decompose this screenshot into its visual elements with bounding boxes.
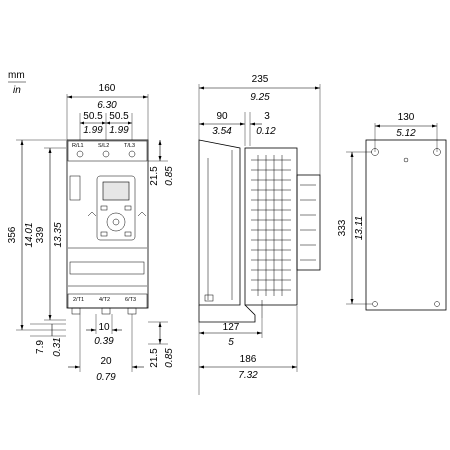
unit-in-label: in [13,85,21,96]
pitch-2-in: 1.99 [109,125,129,136]
top-offset-in: 0.85 [164,166,175,186]
bottom-left-offset-in: 0.31 [52,337,63,356]
mounting-hole-icon [434,301,440,307]
navigation-wheel-icon [106,212,126,232]
mounting-height-in: 13.35 [53,222,64,247]
lower-cover [69,261,145,275]
top-offset-mm: 21.5 [149,166,160,186]
hole-height-mm: 333 [337,219,348,236]
gap-in: 0.12 [256,126,276,137]
bottom-offset-in: 0.85 [164,348,175,368]
terminal-label: 4/T2 [99,297,110,303]
hole-spacing-in: 5.12 [396,128,416,139]
overall-height-mm: 356 [7,226,18,243]
terminal-screw-icon [128,150,136,158]
mounting-hole-icon [433,148,441,156]
rear-view: 130 5.12 333 13.11 [337,112,447,311]
left-slot [69,175,81,201]
terminal-label: S/L2 [98,143,109,149]
side-view: 235 9.25 90 3.54 3 0.12 [198,74,321,395]
heatsink-vent-pattern [251,155,316,296]
rear-plate-outline [365,139,447,311]
chevron-icon [87,211,97,217]
depth-mm: 235 [252,74,269,85]
terminal-label: 2/T1 [73,297,84,303]
mounting-height-mm: 339 [35,226,46,243]
base-depth-in: 7.32 [238,370,258,381]
bottom-width-in: 0.79 [96,372,116,383]
keypad-button-icon [100,205,108,211]
overall-height-in: 14.01 [24,222,35,247]
keypad-button-icon [124,231,132,237]
keypad-button-icon [124,205,132,211]
bottom-width-mm: 20 [100,356,112,367]
terminal-screw-icon [76,150,84,158]
front-view: 160 6.30 50.5 1.99 50.5 1.99 R/L1 S/L2 T… [7,83,175,383]
bracket-depth-mm: 127 [223,322,240,333]
terminal-spacing-mm: 10 [98,322,110,333]
top-terminal-strip [67,140,148,162]
keypad-button-icon [100,231,108,237]
pitch-2-mm: 50.5 [109,111,129,122]
terminal-screw-icon [102,150,110,158]
front-width-mm: 160 [99,83,116,94]
hole-spacing-mm: 130 [398,112,415,123]
keypad-panel [96,175,136,241]
terminal-label: R/L1 [72,143,84,149]
unit-mm-label: mm [8,70,25,81]
front-depth-mm: 90 [216,111,228,122]
side-bottom-bracket [198,304,256,323]
base-depth-mm: 186 [240,354,257,365]
terminal-label: 6/T3 [125,297,136,303]
bottom-offset-mm: 21.5 [149,348,160,368]
side-heatsink [244,147,298,306]
chevron-icon [137,211,147,217]
front-depth-in: 3.54 [212,126,232,137]
hole-height-in: 13.11 [354,216,365,240]
mounting-hole-icon [403,157,409,163]
pitch-1-mm: 50.5 [83,111,103,122]
gap-mm: 3 [264,111,270,122]
front-width-in: 6.30 [97,100,117,111]
terminal-label: T/L3 [124,143,135,149]
pitch-1-in: 1.99 [83,125,103,136]
side-front-cover [198,139,241,306]
bracket-depth-in: 5 [228,337,234,348]
drive-body-outline [66,139,149,309]
unit-legend: mm in [8,70,26,96]
side-fan-housing [296,174,321,271]
display-screen [102,181,130,201]
depth-in: 9.25 [250,92,270,103]
terminal-spacing-in: 0.39 [94,336,114,347]
bottom-left-offset-mm: 7.9 [35,340,46,354]
mounting-hole-icon [372,301,378,307]
